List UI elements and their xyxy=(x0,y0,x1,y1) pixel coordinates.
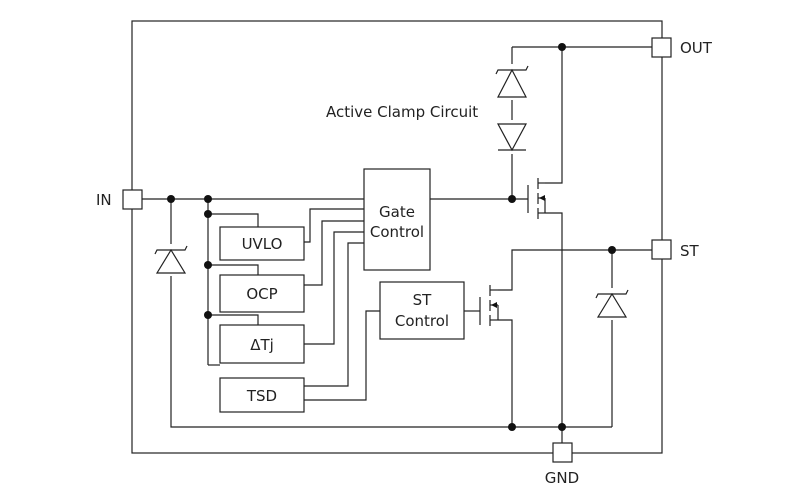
out-pin-label: OUT xyxy=(680,39,713,57)
clamp-zener-diode-icon xyxy=(495,64,529,100)
active-clamp-label: Active Clamp Circuit xyxy=(326,103,478,121)
tsd-label: TSD xyxy=(246,387,277,405)
st-mosfet xyxy=(479,285,499,326)
in-pin xyxy=(122,189,143,210)
st-zener-diode-icon xyxy=(595,288,629,320)
wires xyxy=(142,46,652,443)
st-control-block: ST Control xyxy=(379,281,465,340)
clamp-diode-icon xyxy=(496,120,528,154)
gate-control-line1: Gate xyxy=(379,203,415,221)
gnd-pin-label: GND xyxy=(545,469,579,487)
gnd-pin xyxy=(552,442,573,463)
ocp-label: OCP xyxy=(246,285,277,303)
in-zener-diode-icon xyxy=(154,244,188,276)
uvlo-label: UVLO xyxy=(242,235,283,253)
st-control-line1: ST xyxy=(413,291,433,309)
tsd-block: TSD xyxy=(219,377,305,413)
gate-control-line2: Control xyxy=(370,223,424,241)
in-pin-label: IN xyxy=(96,191,112,209)
delta-tj-label: ΔTj xyxy=(250,336,274,354)
package-outline xyxy=(131,20,663,454)
st-control-line2: Control xyxy=(395,312,449,330)
uvlo-block: UVLO xyxy=(219,226,305,261)
ocp-block: OCP xyxy=(219,274,305,313)
st-pin xyxy=(651,239,672,260)
junction-dots xyxy=(167,43,616,431)
out-pin xyxy=(651,37,672,58)
delta-tj-block: ΔTj xyxy=(219,324,305,364)
gate-control-block: Gate Control xyxy=(363,168,431,271)
st-pin-label: ST xyxy=(680,242,700,260)
output-mosfet xyxy=(527,178,546,219)
